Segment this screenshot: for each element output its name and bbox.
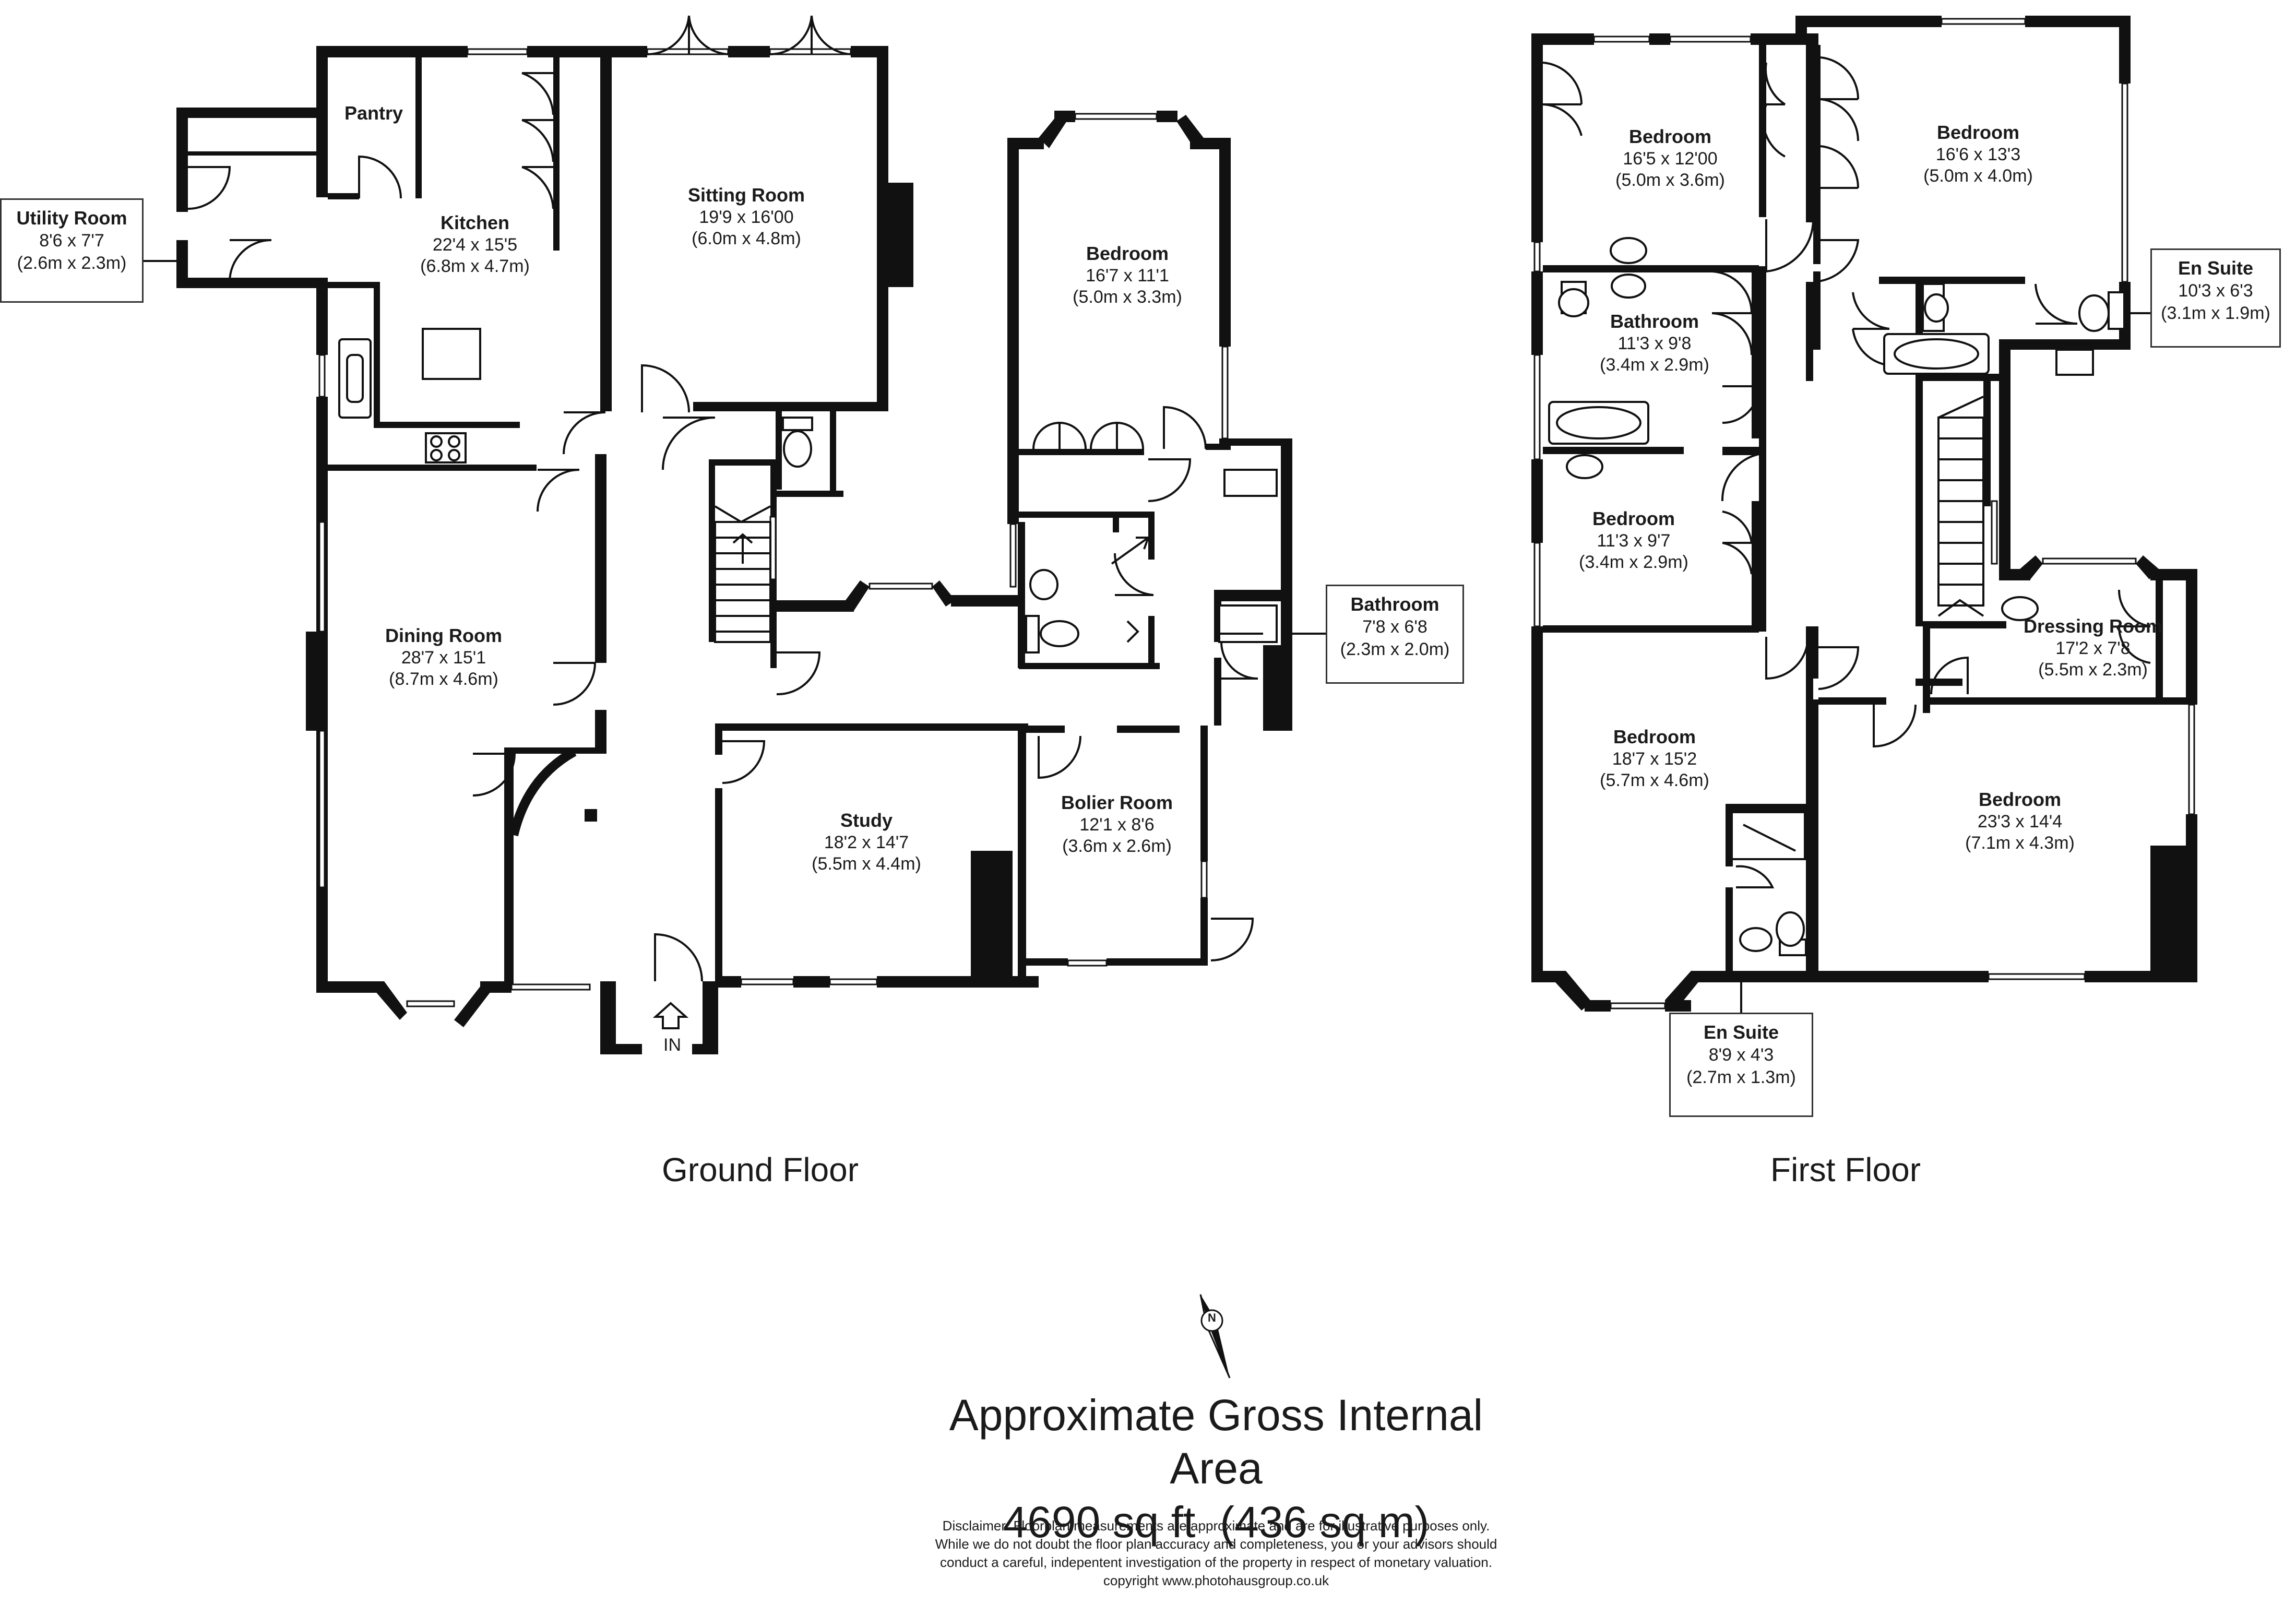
study-metric: (5.5m x 4.4m) (812, 854, 921, 874)
kitchen-metric: (6.8m x 4.7m) (420, 256, 530, 277)
sitting-room-label: Sitting Room 19'9 x 16'00 (6.0m x 4.8m) (668, 184, 825, 250)
ground-bathroom-imperial: 7'8 x 6'8 (1362, 617, 1427, 637)
dressing-room-label: Dressing Room 17'2 x 7'8 (5.5m x 2.3m) (2015, 615, 2171, 681)
kitchen-name: Kitchen (440, 212, 509, 233)
kitchen-imperial: 22'4 x 15'5 (432, 234, 518, 255)
ground-bedroom-label: Bedroom 16'7 x 11'1 (5.0m x 3.3m) (1049, 242, 1206, 308)
disclaimer-line-3: conduct a careful, indepentent investiga… (940, 1554, 1492, 1571)
ff-bedroom-2-name: Bedroom (1936, 122, 2019, 143)
ff-ensuite-1-callout: En Suite 10'3 x 6'3 (3.1m x 1.9m) (2150, 248, 2281, 348)
ff-bedroom-2-label: Bedroom 16'6 x 13'3 (5.0m x 4.0m) (1900, 121, 2056, 187)
ground-floor-fixtures (144, 260, 1326, 1029)
ff-bedroom-2-metric: (5.0m x 4.0m) (1923, 166, 2033, 186)
ff-ensuite-1-imperial: 10'3 x 6'3 (2178, 281, 2253, 301)
entrance-text: IN (663, 1035, 681, 1055)
disclaimer-line-4: copyright www.photohausgroup.co.uk (1103, 1573, 1329, 1589)
entrance-label: IN (651, 1035, 693, 1056)
pantry-label: Pantry (337, 102, 410, 125)
boiler-room-name: Bolier Room (1061, 792, 1173, 813)
ff-bathroom-metric: (3.4m x 2.9m) (1600, 355, 1709, 375)
sitting-room-name: Sitting Room (688, 184, 805, 206)
ff-ensuite-2-name: En Suite (1703, 1021, 1779, 1043)
disclaimer: Disclaimer: Floorplan measurements are a… (877, 1517, 1555, 1590)
area-caption: Approximate Gross Internal Area (949, 1391, 1483, 1493)
dressing-room-imperial: 17'2 x 7'8 (2055, 638, 2131, 658)
gross-internal-area: Approximate Gross Internal Area 4690 sq … (903, 1388, 1529, 1549)
ff-bathroom-name: Bathroom (1610, 311, 1699, 332)
study-label: Study 18'2 x 14'7 (5.5m x 4.4m) (788, 809, 945, 875)
boiler-room-label: Bolier Room 12'1 x 8'6 (3.6m x 2.6m) (1039, 791, 1195, 858)
dressing-room-metric: (5.5m x 2.3m) (2038, 660, 2148, 680)
ground-bathroom-name: Bathroom (1350, 593, 1440, 615)
ground-floor-title: Ground Floor (662, 1151, 859, 1189)
ff-bathroom-imperial: 11'3 x 9'8 (1617, 333, 1692, 353)
ground-bathroom-callout: Bathroom 7'8 x 6'8 (2.3m x 2.0m) (1326, 585, 1464, 684)
ff-ensuite-2-metric: (2.7m x 1.3m) (1686, 1067, 1796, 1087)
pantry-name: Pantry (344, 102, 403, 124)
disclaimer-line-2: While we do not doubt the floor plan acc… (935, 1536, 1497, 1552)
compass-north-label: N (1208, 1311, 1216, 1324)
ff-bedroom-5-label: Bedroom 23'3 x 14'4 (7.1m x 4.3m) (1942, 788, 2098, 854)
ground-bathroom-metric: (2.3m x 2.0m) (1340, 639, 1450, 659)
dressing-room-name: Dressing Room (2023, 615, 2163, 637)
dining-room-name: Dining Room (385, 625, 502, 646)
ff-ensuite-2-callout: En Suite 8'9 x 4'3 (2.7m x 1.3m) (1669, 1013, 1813, 1117)
ff-bedroom-5-metric: (7.1m x 4.3m) (1965, 833, 2075, 853)
sitting-room-metric: (6.0m x 4.8m) (692, 229, 801, 249)
north-compass (1199, 1294, 1231, 1379)
first-floor-doors (1542, 56, 2151, 888)
area-value: 4690 sq ft (436 sq m) (1003, 1497, 1430, 1547)
study-name: Study (840, 810, 893, 831)
first-floor-fixtures (1548, 237, 2150, 1013)
ff-bedroom-3-label: Bedroom 11'3 x 9'7 (3.4m x 2.9m) (1566, 507, 1702, 574)
ground-bedroom-name: Bedroom (1086, 243, 1169, 264)
boiler-room-imperial: 12'1 x 8'6 (1079, 814, 1155, 835)
ff-ensuite-1-metric: (3.1m x 1.9m) (2161, 303, 2270, 323)
ff-bedroom-1-imperial: 16'5 x 12'00 (1623, 148, 1718, 169)
ff-bathroom-label: Bathroom 11'3 x 9'8 (3.4m x 2.9m) (1587, 310, 1722, 376)
ground-bedroom-imperial: 16'7 x 11'1 (1086, 265, 1169, 286)
disclaimer-line-1: Disclaimer: Floorplan measurements are a… (942, 1518, 1490, 1534)
boiler-room-metric: (3.6m x 2.6m) (1062, 836, 1172, 857)
ff-bedroom-4-name: Bedroom (1613, 726, 1696, 747)
ff-bedroom-5-name: Bedroom (1978, 789, 2061, 810)
ff-bedroom-4-metric: (5.7m x 4.6m) (1600, 770, 1709, 791)
first-floor-windows (1533, 18, 2195, 1009)
utility-room-metric: (2.6m x 2.3m) (17, 253, 127, 273)
dining-room-label: Dining Room 28'7 x 15'1 (8.7m x 4.6m) (365, 624, 522, 691)
utility-room-imperial: 8'6 x 7'7 (39, 231, 104, 251)
ff-bedroom-3-metric: (3.4m x 2.9m) (1579, 552, 1688, 573)
ff-bedroom-3-imperial: 11'3 x 9'7 (1597, 530, 1671, 551)
study-imperial: 18'2 x 14'7 (824, 832, 909, 852)
ff-ensuite-2-imperial: 8'9 x 4'3 (1708, 1045, 1774, 1065)
first-floor-walls (1531, 16, 2197, 1012)
ff-bedroom-4-label: Bedroom 18'7 x 15'2 (5.7m x 4.6m) (1576, 726, 1733, 792)
ground-bedroom-metric: (5.0m x 3.3m) (1073, 287, 1182, 307)
ff-bedroom-5-imperial: 23'3 x 14'4 (1977, 811, 2063, 831)
ff-ensuite-1-name: En Suite (2178, 257, 2254, 279)
first-floor-title: First Floor (1770, 1151, 1921, 1189)
kitchen-label: Kitchen 22'4 x 15'5 (6.8m x 4.7m) (397, 211, 553, 278)
ff-bedroom-1-name: Bedroom (1628, 126, 1711, 147)
ff-bedroom-1-label: Bedroom 16'5 x 12'00 (5.0m x 3.6m) (1592, 125, 1748, 192)
ff-bedroom-2-imperial: 16'6 x 13'3 (1935, 144, 2021, 164)
ff-bedroom-3-name: Bedroom (1592, 508, 1675, 529)
utility-room-callout: Utility Room 8'6 x 7'7 (2.6m x 2.3m) (0, 198, 144, 303)
ff-bedroom-4-imperial: 18'7 x 15'2 (1612, 748, 1697, 769)
sitting-room-imperial: 19'9 x 16'00 (699, 207, 794, 227)
ff-bedroom-1-metric: (5.0m x 3.6m) (1615, 170, 1725, 191)
dining-room-metric: (8.7m x 4.6m) (389, 669, 498, 690)
dining-room-imperial: 28'7 x 15'1 (401, 647, 486, 668)
utility-room-name: Utility Room (16, 207, 127, 229)
